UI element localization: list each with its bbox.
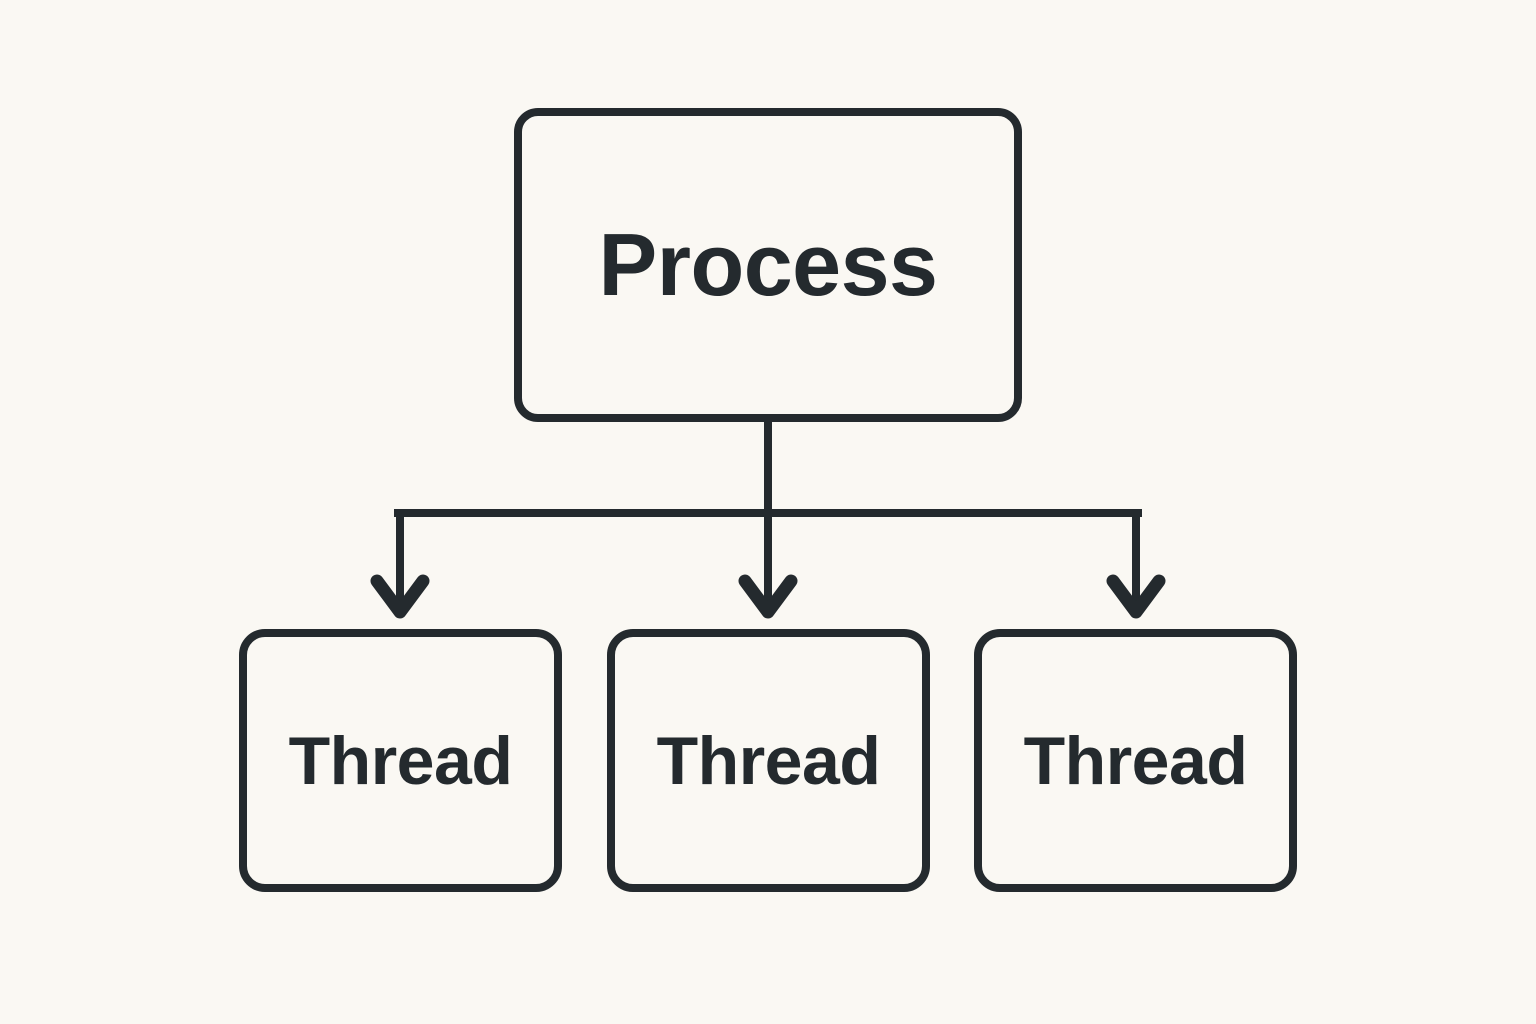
thread-node-box-1[interactable] [239,629,562,892]
arrow-down-icon-2 [738,574,798,619]
thread-node-box-3[interactable] [974,629,1297,892]
arrow-down-icon-1 [370,574,430,619]
arrow-down-icon-3 [1106,574,1166,619]
thread-node-label-2: Thread [656,722,881,799]
thread-node-label-3: Thread [1023,722,1248,799]
process-node-label: Process [598,215,938,314]
thread-node-label-1: Thread [288,722,513,799]
thread-node-box-2[interactable] [607,629,930,892]
